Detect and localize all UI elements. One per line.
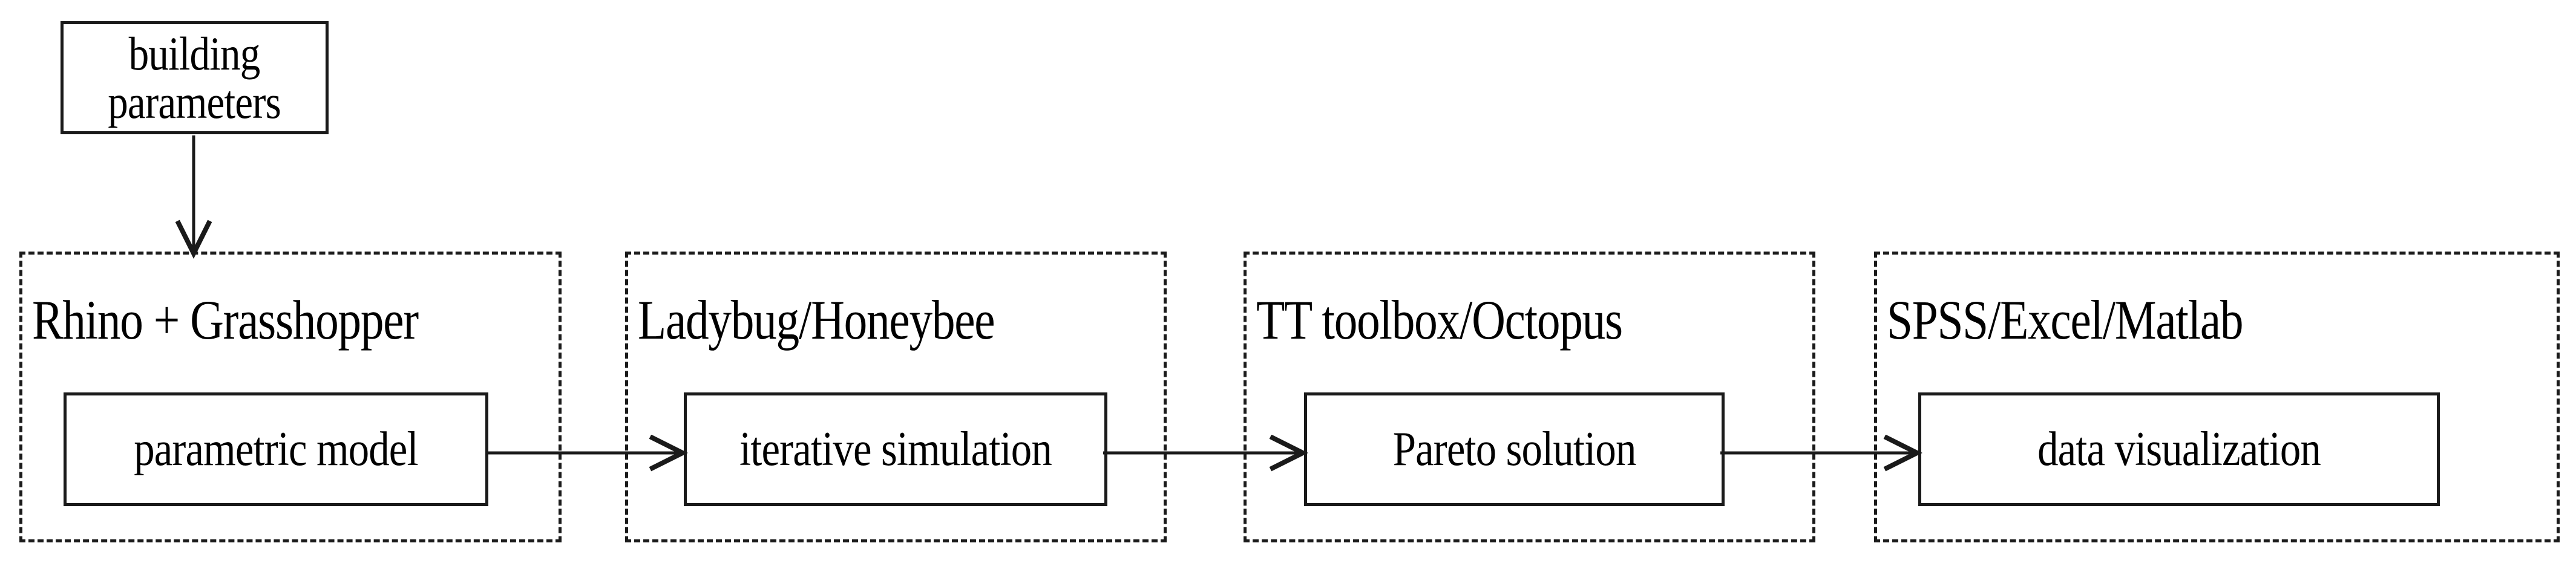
stage-caption-ladybug-honeybee: Ladybug/Honeybee [638, 289, 995, 351]
node-building-parameters: building parameters [61, 21, 329, 134]
node-pareto-solution-label: Pareto solution [1392, 423, 1637, 476]
stage-panel-spss-excel-matlab: SPSS/Excel/Matlab data visualization [1874, 252, 2560, 542]
stage-panel-ladybug-honeybee: Ladybug/Honeybee iterative simulation [625, 252, 1167, 542]
stage-caption-spss-excel-matlab: SPSS/Excel/Matlab [1887, 289, 2244, 351]
stage-caption-rhino-grasshopper: Rhino + Grasshopper [32, 289, 419, 351]
node-parametric-model: parametric model [64, 392, 488, 506]
node-building-parameters-line-2: parameters [108, 75, 282, 128]
node-data-visualization: data visualization [1918, 392, 2440, 506]
node-pareto-solution: Pareto solution [1304, 392, 1725, 506]
stage-panel-tt-toolbox-octopus: TT toolbox/Octopus Pareto solution [1244, 252, 1815, 542]
stage-caption-tt-toolbox-octopus: TT toolbox/Octopus [1256, 289, 1623, 351]
node-iterative-simulation: iterative simulation [684, 392, 1107, 506]
node-building-parameters-line-1: building [129, 27, 261, 80]
node-iterative-simulation-label: iterative simulation [739, 423, 1052, 476]
node-data-visualization-label: data visualization [2037, 423, 2321, 476]
node-parametric-model-label: parametric model [134, 423, 418, 476]
stage-panel-rhino-grasshopper: Rhino + Grasshopper parametric model [19, 252, 562, 542]
